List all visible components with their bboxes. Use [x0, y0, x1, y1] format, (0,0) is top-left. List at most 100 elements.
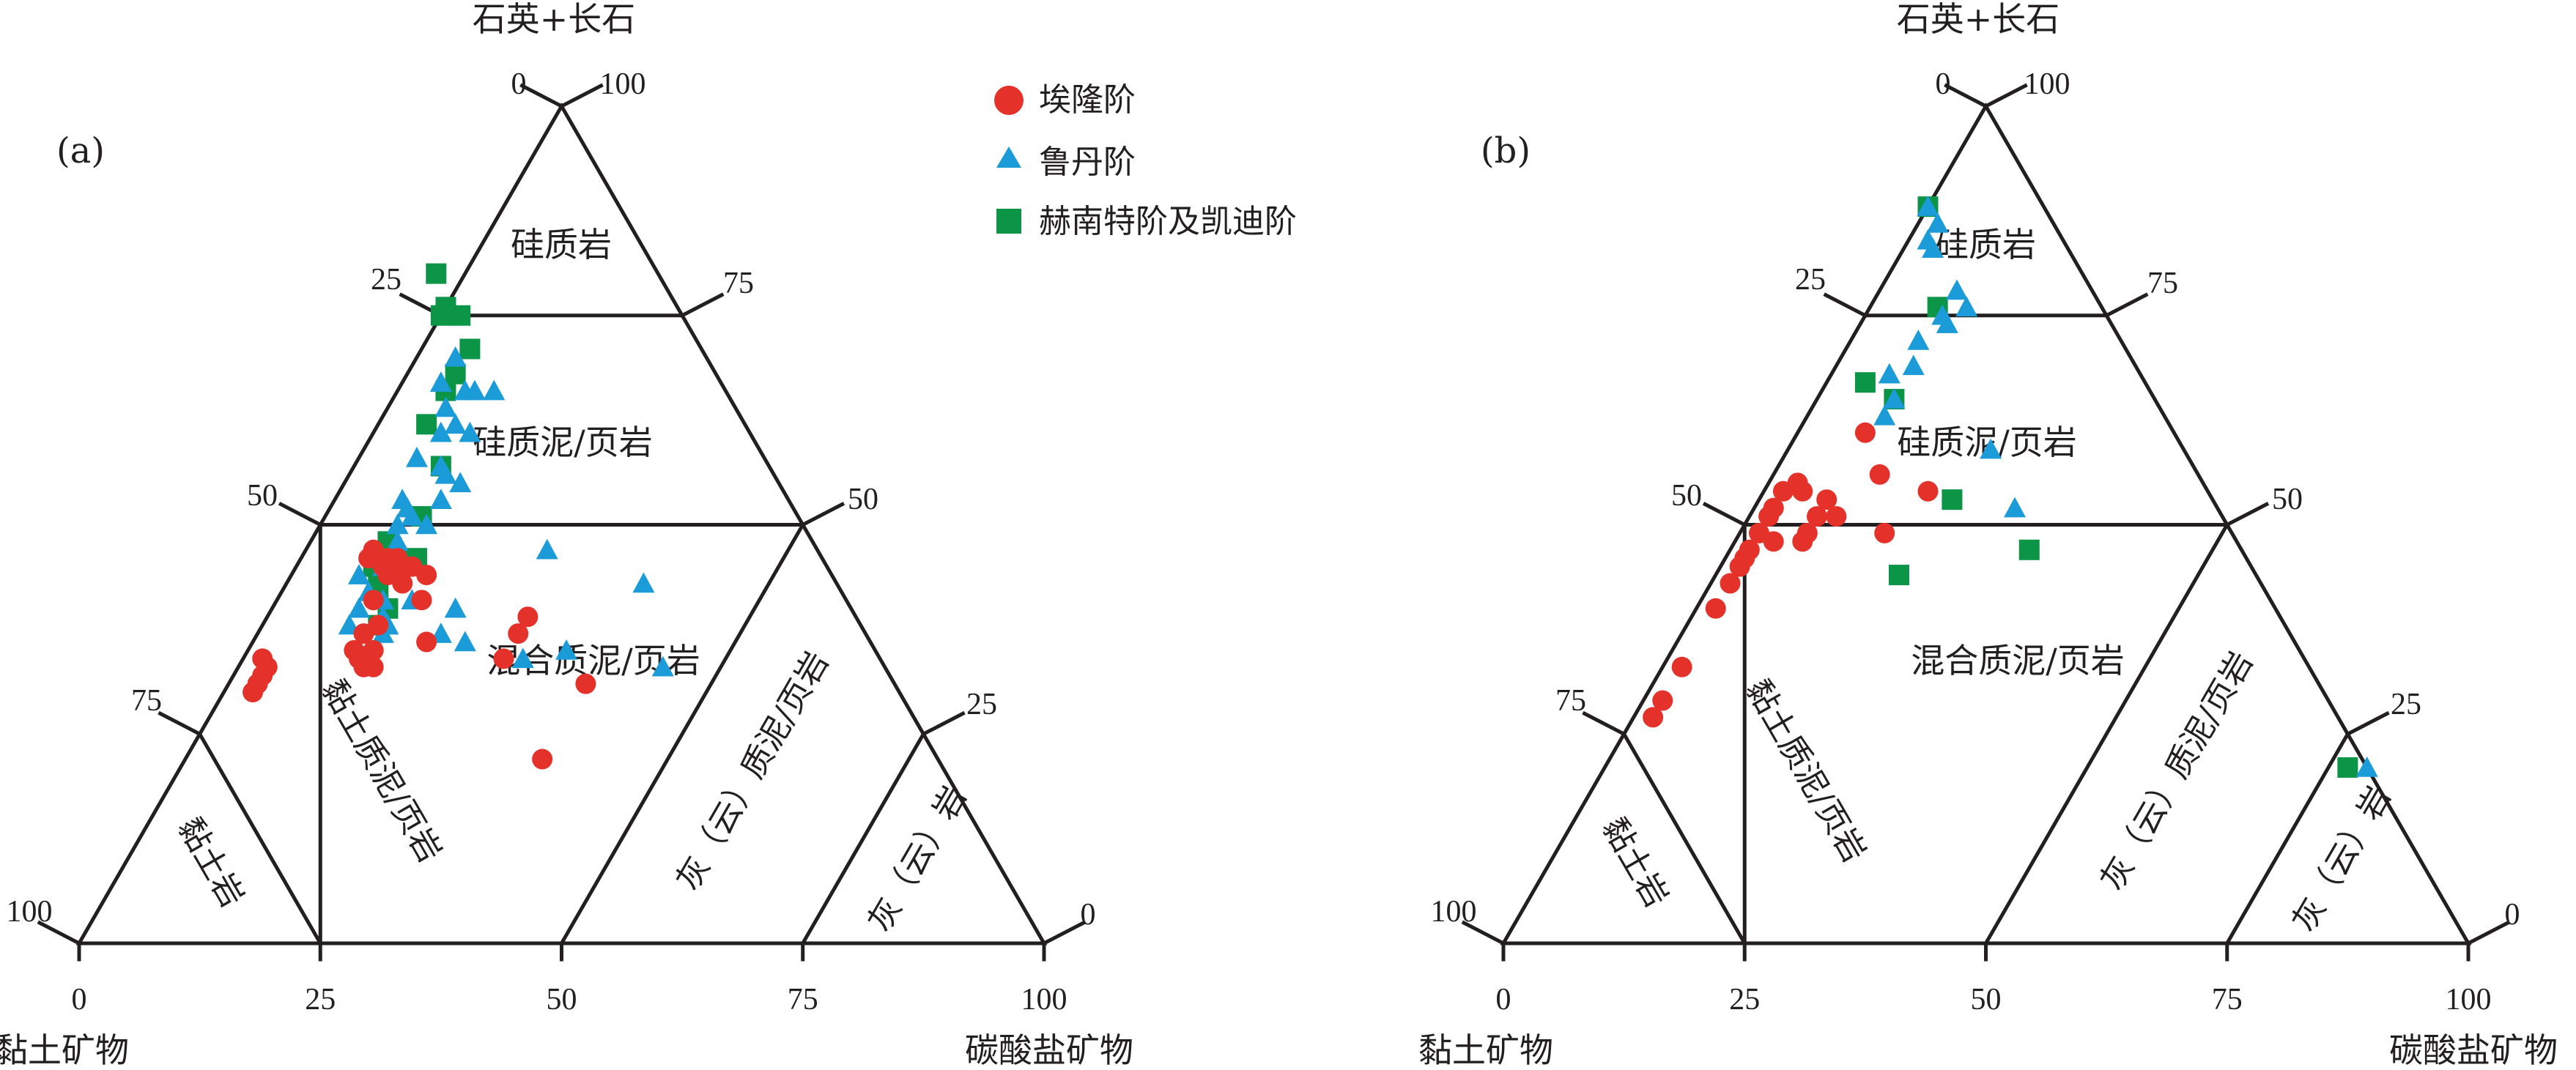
left-tick	[37, 920, 82, 946]
data-point-elong	[1652, 690, 1673, 711]
bottom-tick-label: 25	[1729, 983, 1760, 1017]
region-limestone: 灰（云）岩	[2285, 780, 2398, 938]
region-clay-rock: 黏土岩	[1594, 811, 1675, 914]
legend-label-elong: 埃隆阶	[1039, 81, 1136, 119]
left-tick-label: 0	[1936, 67, 1951, 101]
right-tick	[2345, 710, 2390, 737]
data-point-rhuddanian	[449, 472, 472, 493]
series-1	[1873, 196, 2378, 777]
region-clay-rock: 黏土岩	[170, 811, 251, 914]
legend-marker-hirnantian-katian	[996, 209, 1021, 234]
left-tick-label: 0	[511, 67, 527, 101]
data-point-elong	[363, 539, 384, 560]
boundary-clay-rock	[197, 731, 323, 946]
left-tick	[1582, 710, 1626, 737]
data-point-rhuddanian	[415, 513, 438, 535]
right-tick-label: 75	[723, 267, 754, 300]
data-point-rhuddanian	[1873, 404, 1896, 426]
left-tick	[1823, 292, 1868, 319]
data-point-elong	[392, 573, 413, 594]
region-limestone: 灰（云）岩	[861, 780, 974, 938]
data-point-rhuddanian	[1955, 296, 1978, 317]
data-point-elong	[1854, 422, 1876, 443]
data-point-elong	[1643, 707, 1664, 728]
data-point-rhuddanian	[444, 597, 467, 618]
region-siliceous-rock: 硅质岩	[1935, 225, 2036, 264]
data-point-rhuddanian	[1922, 237, 1944, 259]
apex-label-carbonate: 碳酸盐矿物	[965, 1030, 1133, 1070]
data-point-rhuddanian	[483, 379, 506, 401]
data-point-elong	[363, 639, 384, 661]
panel-label: (a)	[56, 130, 105, 171]
data-point-rhuddanian	[2004, 497, 2027, 518]
data-point-elong	[1869, 464, 1890, 485]
region-siliceous-mud: 硅质泥/页岩	[473, 423, 653, 462]
boundary-mixed-calc	[1983, 522, 2230, 946]
data-point-rhuddanian	[444, 413, 467, 434]
legend-marker-rhuddanian	[996, 146, 1021, 168]
data-point-elong	[243, 682, 264, 703]
data-point-elong	[1729, 556, 1750, 577]
data-point-rhuddanian	[429, 421, 452, 442]
data-point-rhuddanian	[459, 421, 481, 442]
right-tick	[2224, 502, 2270, 527]
data-point-hirnantian-katian	[450, 305, 471, 326]
apex-label-clay: 黏土矿物	[0, 1030, 129, 1070]
data-point-rhuddanian	[401, 505, 423, 526]
right-tick-label: 25	[966, 688, 997, 721]
right-tick-label: 0	[2505, 898, 2520, 932]
series-0	[243, 539, 596, 770]
data-point-elong	[1671, 656, 1692, 677]
data-point-rhuddanian	[1883, 388, 1906, 409]
data-point-elong	[575, 673, 596, 694]
data-point-rhuddanian	[386, 513, 409, 535]
right-tick-label: 0	[1081, 898, 1096, 932]
data-point-elong	[1807, 506, 1828, 527]
bottom-tick-label: 0	[72, 983, 87, 1017]
data-point-rhuddanian	[1936, 313, 1958, 333]
bottom-tick-label: 75	[2212, 983, 2243, 1017]
data-point-elong	[363, 656, 384, 677]
data-point-rhuddanian	[386, 530, 409, 551]
data-point-elong	[363, 590, 384, 611]
data-point-rhuddanian	[429, 371, 452, 392]
data-point-rhuddanian	[1917, 196, 1939, 216]
right-tick-label: 100	[600, 67, 646, 101]
right-tick	[1983, 83, 2028, 109]
right-tick	[2465, 920, 2511, 946]
data-point-rhuddanian	[347, 564, 370, 584]
apex-label-quartz-feldspar: 石英+长石	[1897, 0, 2060, 39]
data-point-elong	[1720, 573, 1741, 594]
data-point-elong	[1792, 531, 1813, 552]
data-point-rhuddanian	[632, 572, 655, 593]
left-tick	[1944, 83, 1988, 109]
data-point-rhuddanian	[1878, 363, 1900, 384]
right-tick-label: 50	[848, 483, 878, 516]
data-point-hirnantian-katian	[1942, 489, 1963, 510]
left-tick-label: 25	[1795, 263, 1826, 297]
data-point-elong	[1763, 531, 1784, 552]
data-point-rhuddanian	[1902, 354, 1925, 376]
boundary-limestone	[800, 731, 926, 946]
data-point-elong	[1787, 472, 1808, 494]
data-point-elong	[416, 565, 437, 586]
left-tick-label: 75	[1555, 684, 1586, 718]
data-point-hirnantian-katian	[1888, 565, 1909, 586]
data-point-rhuddanian	[444, 346, 467, 367]
data-point-elong	[1917, 480, 1939, 502]
data-point-rhuddanian	[511, 647, 534, 669]
region-clayey-mud: 黏土质泥/页岩	[1739, 673, 1873, 869]
data-point-elong	[1874, 522, 1895, 543]
data-point-rhuddanian	[536, 538, 558, 560]
legend-marker-elong	[994, 86, 1024, 115]
left-tick-label: 25	[371, 263, 401, 297]
left-tick-label: 100	[7, 895, 53, 929]
bottom-tick-label: 50	[547, 983, 577, 1017]
data-point-rhuddanian	[454, 631, 476, 652]
data-point-rhuddanian	[429, 488, 452, 509]
right-tick	[800, 502, 845, 527]
data-point-rhuddanian	[434, 463, 457, 484]
data-point-elong	[1705, 598, 1726, 619]
